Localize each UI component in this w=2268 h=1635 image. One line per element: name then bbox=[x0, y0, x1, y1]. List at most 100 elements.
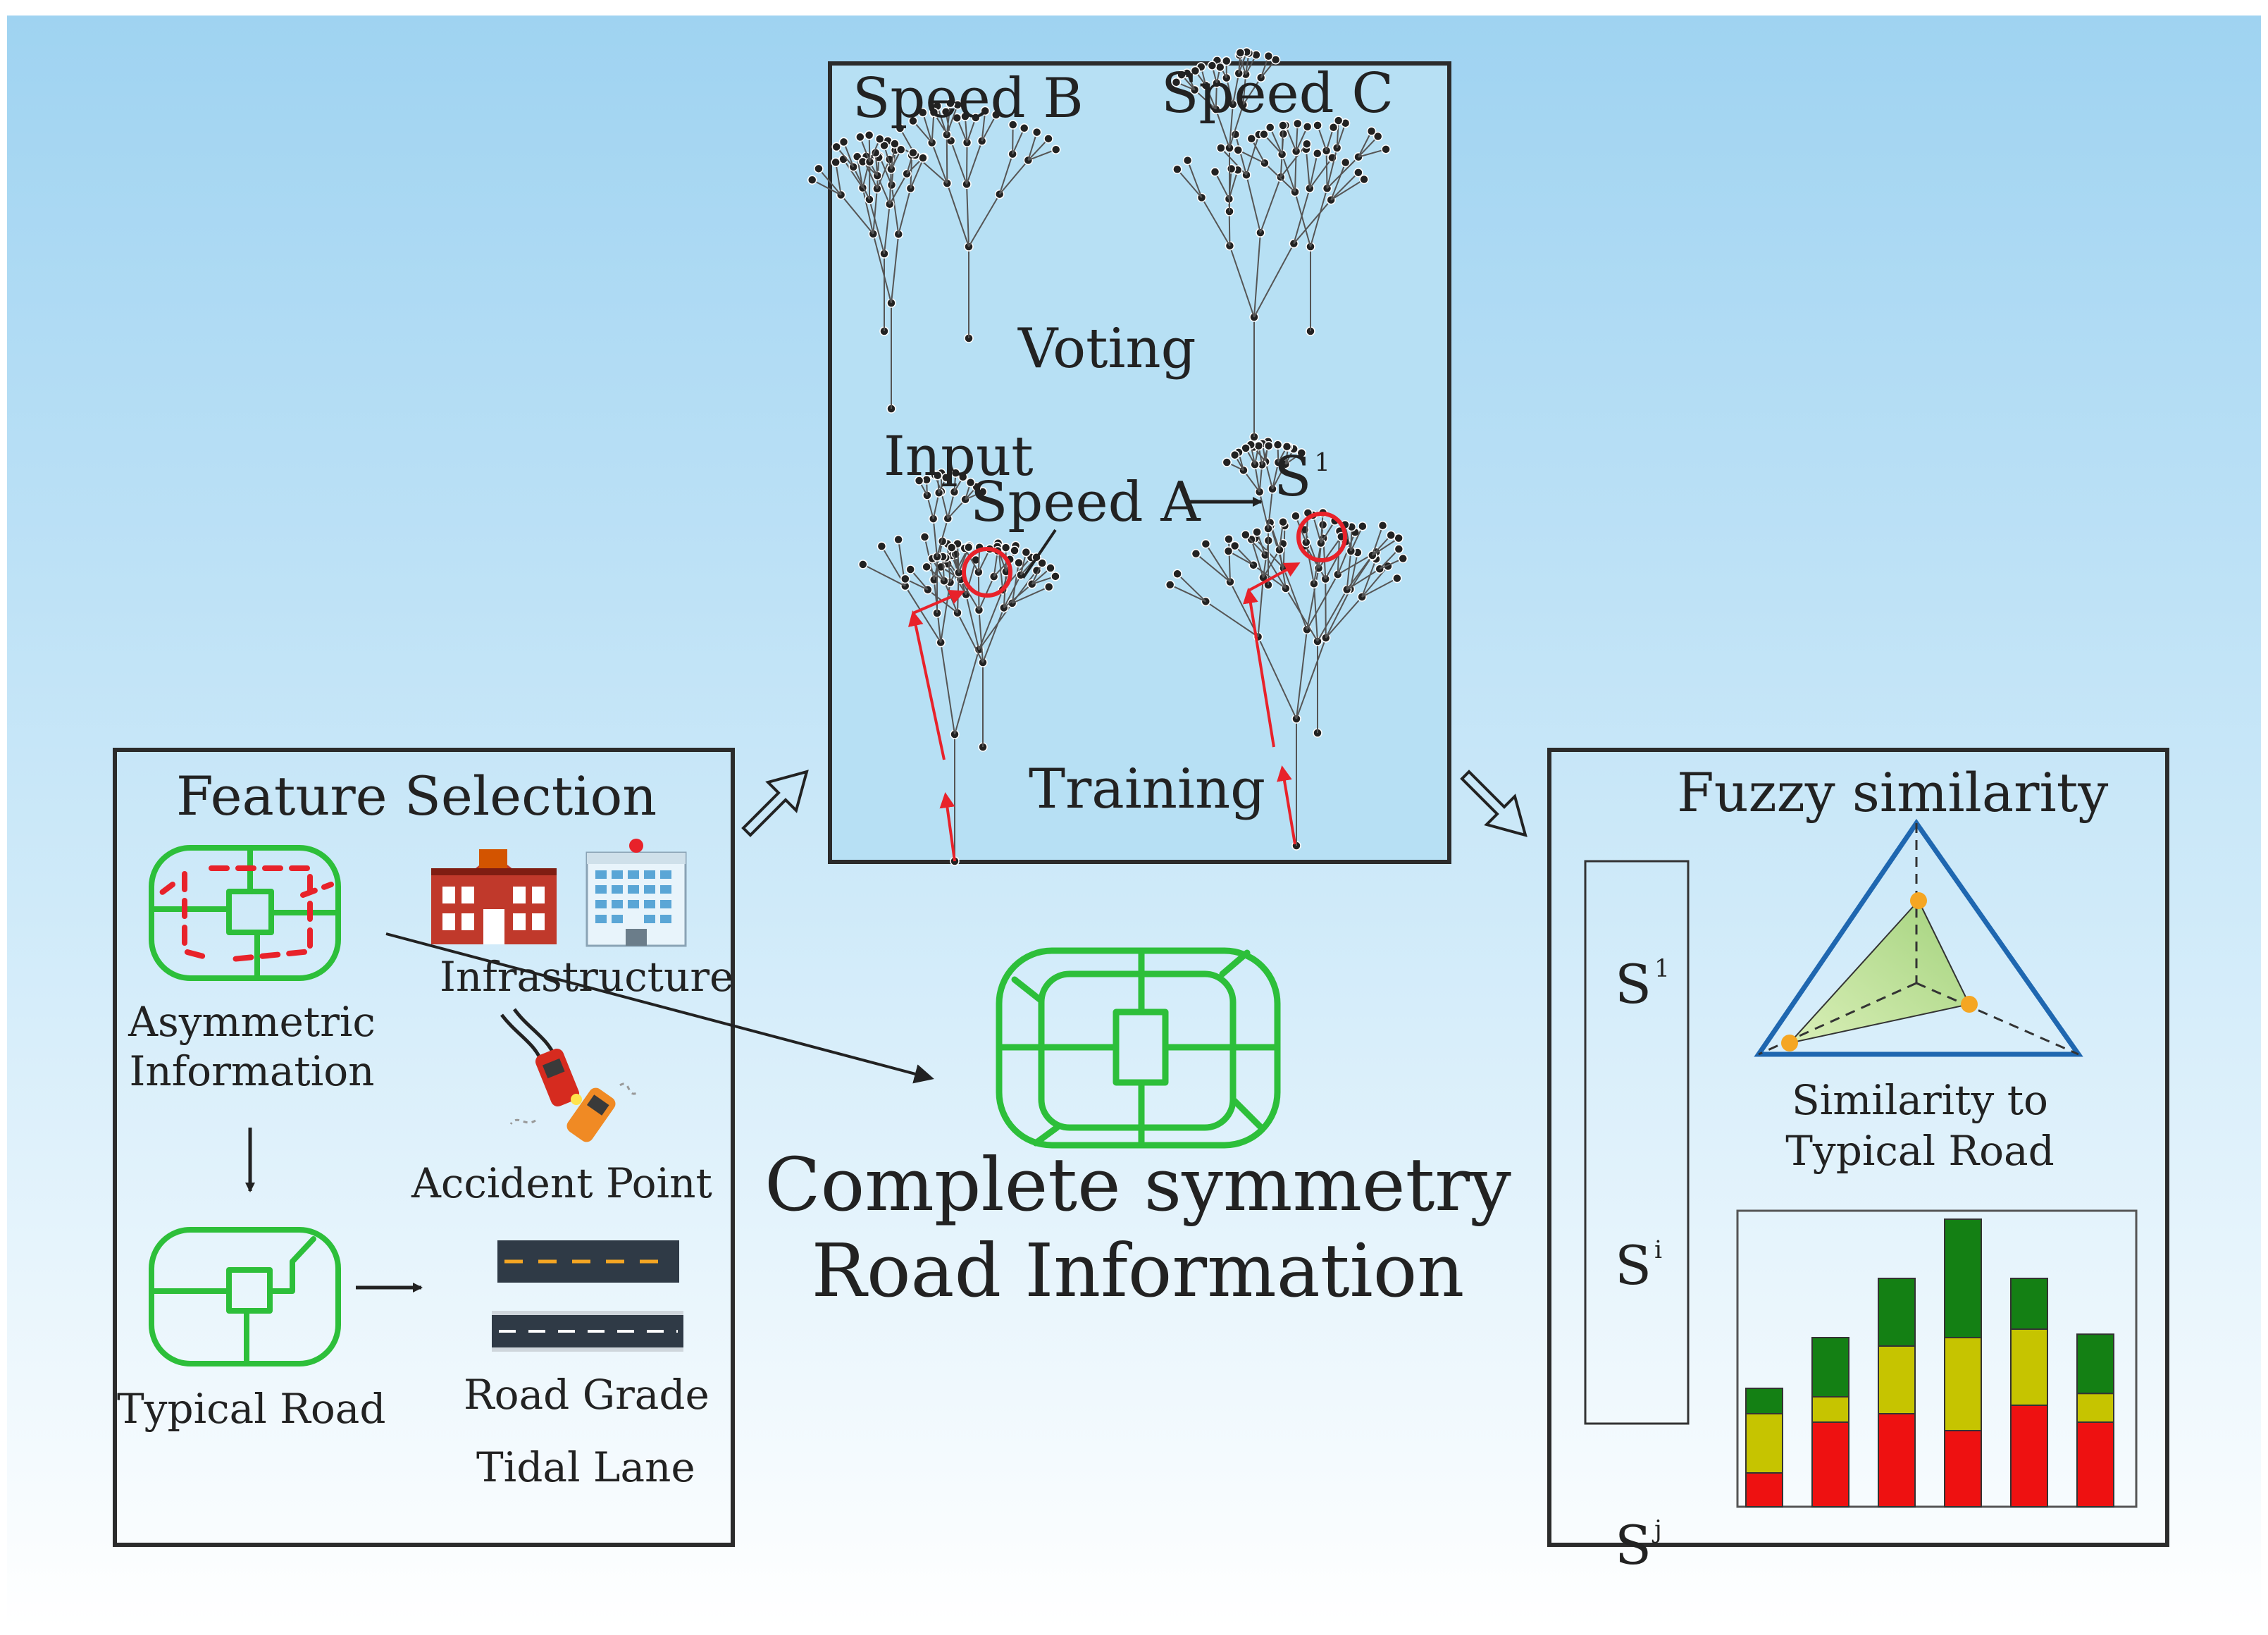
random-forest-panel bbox=[828, 61, 1451, 864]
tree-node bbox=[1031, 127, 1042, 137]
bar-segment-3-3 bbox=[1878, 1278, 1916, 1347]
school-building-icon bbox=[431, 849, 557, 944]
feature-selection-panel bbox=[113, 748, 735, 1547]
tree-node bbox=[965, 477, 976, 488]
similarity-to-typical-road-label: Similarity to Typical Road bbox=[1785, 1076, 2055, 1175]
tree-node bbox=[900, 574, 910, 584]
tree-node bbox=[1394, 544, 1404, 554]
tree-node bbox=[1259, 129, 1269, 140]
tree-node bbox=[991, 110, 1001, 120]
tree-node bbox=[831, 157, 841, 168]
bar-segment-4-1 bbox=[1944, 1430, 1982, 1507]
tree-node bbox=[1216, 143, 1226, 153]
tree-node bbox=[1358, 521, 1368, 531]
tree-node bbox=[1263, 51, 1274, 61]
tree-node bbox=[919, 532, 930, 542]
bar-segment-1-1 bbox=[1745, 1472, 1783, 1507]
car-accident-icon bbox=[500, 1008, 638, 1142]
tidal-lane-icon bbox=[492, 1311, 683, 1352]
tree-node bbox=[1353, 168, 1363, 178]
bar-segment-5-2 bbox=[2010, 1328, 2048, 1406]
input-label: Input bbox=[884, 425, 1034, 488]
voting-label: Voting bbox=[1018, 317, 1196, 381]
tree-node bbox=[1292, 118, 1303, 129]
tree-node bbox=[1302, 122, 1313, 132]
tree-node bbox=[1051, 572, 1060, 581]
tree-node bbox=[1201, 538, 1211, 549]
tree-node bbox=[1359, 174, 1369, 185]
tree-node bbox=[1381, 144, 1391, 154]
tree-node bbox=[807, 175, 817, 185]
typical-road-label: Typical Road bbox=[117, 1385, 386, 1433]
tree-node bbox=[1014, 557, 1024, 568]
tree-node bbox=[1223, 546, 1234, 556]
tree-node bbox=[1171, 77, 1182, 87]
fuzzy-similarity-panel bbox=[1547, 748, 2169, 1547]
infrastructure-label: Infrastructure bbox=[440, 953, 734, 1001]
tree-node bbox=[895, 123, 905, 133]
tree-node bbox=[1366, 126, 1377, 136]
tree-node bbox=[874, 134, 885, 144]
tree-node bbox=[971, 113, 981, 123]
bar-segment-5-3 bbox=[2010, 1278, 2048, 1330]
long-arrow-icon bbox=[385, 932, 934, 1084]
bar-segment-6-1 bbox=[2076, 1421, 2114, 1507]
tree-node bbox=[922, 562, 931, 572]
speed-a-label: Speed A bbox=[970, 471, 1201, 534]
speed-a-pointer bbox=[1022, 529, 1057, 579]
tree-node bbox=[1172, 164, 1182, 174]
road-grade-icon bbox=[497, 1240, 679, 1283]
tree-node bbox=[946, 98, 955, 109]
similarity-list-box bbox=[1584, 860, 1690, 1425]
tree-node bbox=[980, 106, 990, 116]
highlight-circle-b bbox=[1296, 512, 1347, 562]
tree-node bbox=[1278, 517, 1288, 527]
tree-node bbox=[1177, 70, 1186, 80]
tree-node bbox=[1377, 520, 1388, 531]
tree-node bbox=[1207, 61, 1217, 70]
tree-node bbox=[855, 132, 865, 142]
tree-node bbox=[1000, 543, 1011, 553]
road-information-title: Road Information bbox=[811, 1228, 1465, 1314]
decision-path-arrows bbox=[907, 562, 1301, 862]
tree-node bbox=[890, 139, 900, 149]
similarity-radar-triangle bbox=[1754, 818, 2083, 1057]
tree-node bbox=[893, 534, 903, 545]
training-label: Training bbox=[1029, 758, 1266, 821]
bar-segment-3-2 bbox=[1878, 1345, 1916, 1414]
bar-segment-2-1 bbox=[1811, 1421, 1849, 1507]
accident-point-label: Accident Point bbox=[411, 1159, 712, 1207]
tree-node bbox=[1340, 157, 1351, 168]
tree-node bbox=[864, 130, 874, 140]
tree-node bbox=[1253, 440, 1264, 451]
tree-node bbox=[1191, 548, 1201, 559]
tree-node bbox=[1263, 440, 1274, 451]
road-grade-label: Road Grade bbox=[464, 1371, 709, 1419]
tree-node bbox=[831, 142, 841, 152]
tree-node bbox=[1233, 145, 1244, 155]
tree-node bbox=[1241, 530, 1251, 540]
bar-segment-1-3 bbox=[1745, 1388, 1783, 1414]
tree-node bbox=[950, 468, 961, 478]
tree-node bbox=[918, 153, 928, 163]
hollow-arrow-left-icon bbox=[741, 770, 809, 837]
fuzzy-similarity-title: Fuzzy similarity bbox=[1677, 761, 2109, 824]
bar-segment-6-3 bbox=[2076, 1333, 2114, 1395]
tree-node bbox=[1021, 547, 1031, 557]
tree-node bbox=[908, 116, 918, 126]
tree-node bbox=[1372, 131, 1383, 142]
tree-node bbox=[1224, 534, 1234, 544]
speed-c-label: Speed C bbox=[1161, 62, 1394, 125]
tree-node bbox=[1313, 121, 1322, 130]
tree-node bbox=[1265, 123, 1275, 132]
tree-node bbox=[876, 541, 887, 551]
tree-node bbox=[1235, 48, 1246, 58]
decision-trees bbox=[807, 47, 1408, 866]
tree-node bbox=[1222, 56, 1232, 66]
tree-node bbox=[1210, 167, 1220, 177]
tree-node bbox=[1222, 457, 1232, 467]
feature-selection-title: Feature Selection bbox=[176, 765, 657, 827]
